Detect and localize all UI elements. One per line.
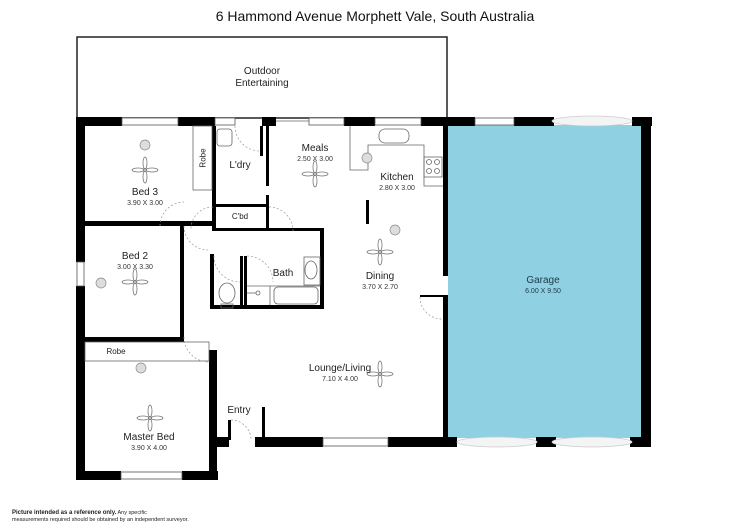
room-label-dining: Dining 3.70 X 2.70 xyxy=(362,271,398,291)
room-label-garage: Garage 6.00 X 9.50 xyxy=(525,275,561,295)
robe-label-master: Robe xyxy=(106,347,126,356)
room-label-bed3: Bed 3 3.90 X 3.00 xyxy=(127,187,163,207)
room-label-kitchen: Kitchen 2.80 X 3.00 xyxy=(379,172,415,192)
room-label-meals: Meals 2.50 X 3.00 xyxy=(297,143,333,163)
page-title: 6 Hammond Avenue Morphett Vale, South Au… xyxy=(215,8,535,24)
disclaimer-rest: Any specific xyxy=(116,510,147,516)
light-fittings xyxy=(95,139,401,374)
room-label-master-bed: Master Bed 3.90 X 4.00 xyxy=(123,432,175,452)
room-label-entry: Entry xyxy=(227,405,251,416)
room-label-bed2: Bed 2 3.00 X 3.30 xyxy=(117,251,153,271)
ceiling-fans xyxy=(121,156,394,432)
robe-label-bed3: Robe xyxy=(198,148,208,168)
room-label-lounge: Lounge/Living 7.10 X 4.00 xyxy=(308,363,372,383)
room-label-bath: Bath xyxy=(272,268,294,279)
garage-area xyxy=(448,125,641,438)
room-label-laundry: L'dry xyxy=(229,160,251,171)
disclaimer: Picture intended as a reference only. An… xyxy=(12,510,189,523)
room-label-outdoor: Outdoor Entertaining xyxy=(235,66,289,89)
room-label-cupboard: C'bd xyxy=(231,212,249,221)
disclaimer-line2: measurements required should be obtained… xyxy=(12,516,189,523)
disclaimer-bold: Picture intended as a reference only. xyxy=(12,510,117,516)
